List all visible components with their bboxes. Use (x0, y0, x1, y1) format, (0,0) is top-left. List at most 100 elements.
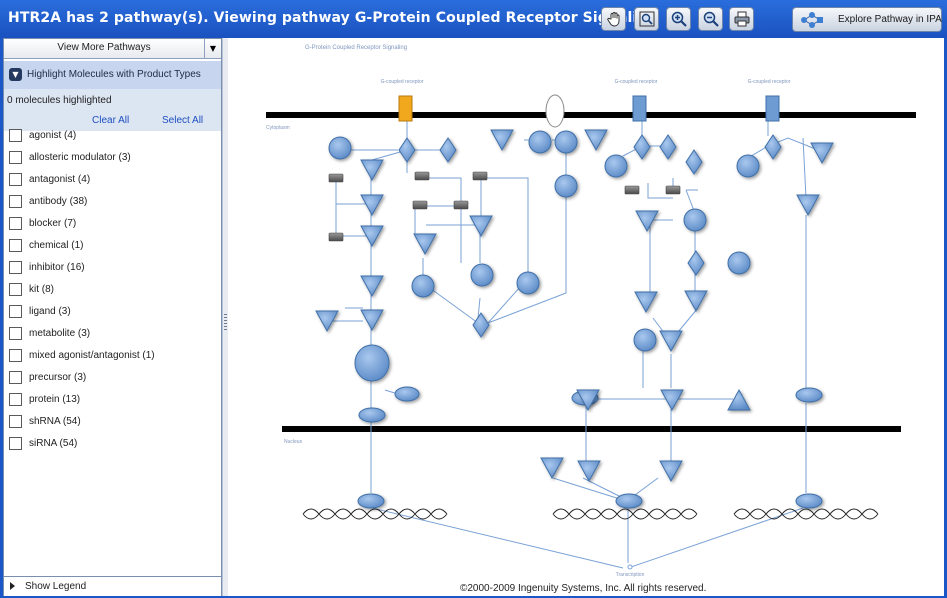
chemical-node[interactable] (453, 200, 469, 210)
zoom-fit-button[interactable] (634, 7, 659, 31)
checkbox[interactable] (9, 327, 22, 340)
checkbox[interactable] (9, 349, 22, 362)
zoom-in-button[interactable] (666, 7, 691, 31)
product-type-item[interactable]: antibody (38) (4, 193, 221, 213)
checkbox[interactable] (9, 129, 22, 142)
kinase-node[interactable] (490, 129, 514, 152)
enzyme-node[interactable] (736, 154, 760, 178)
chemical-node[interactable] (665, 185, 681, 195)
product-type-item[interactable]: inhibitor (16) (4, 259, 221, 279)
transcription-factor-node[interactable] (357, 493, 385, 509)
product-type-item[interactable]: mixed agonist/antagonist (1) (4, 347, 221, 367)
kinase-node[interactable] (413, 233, 437, 256)
clear-all-link[interactable]: Clear All (92, 115, 130, 126)
kinase-node[interactable] (360, 225, 384, 248)
enzyme-node[interactable] (470, 263, 494, 287)
chemical-node[interactable] (624, 185, 640, 195)
product-type-item[interactable]: protein (13) (4, 391, 221, 411)
checkbox[interactable] (9, 305, 22, 318)
checkbox[interactable] (9, 371, 22, 384)
receptor-node[interactable] (545, 94, 565, 128)
product-type-item[interactable]: agonist (4) (4, 127, 221, 147)
chemical-node[interactable] (414, 171, 430, 181)
kinase-node[interactable] (659, 330, 683, 353)
product-type-item[interactable]: allosteric modulator (3) (4, 149, 221, 169)
kinase-node[interactable] (360, 275, 384, 298)
checkbox[interactable] (9, 195, 22, 208)
checkbox[interactable] (9, 151, 22, 164)
transporter-node[interactable] (685, 149, 703, 175)
checkbox[interactable] (9, 415, 22, 428)
transporter-node[interactable] (398, 137, 416, 163)
protein-node[interactable] (795, 387, 823, 403)
show-legend-toggle[interactable]: Show Legend (4, 576, 221, 596)
select-all-link[interactable]: Select All (162, 115, 204, 126)
receptor-htr2a[interactable] (398, 95, 413, 122)
pan-button[interactable] (601, 7, 626, 31)
kinase-node[interactable] (796, 194, 820, 217)
phosphatase-node[interactable] (727, 388, 751, 411)
panel-splitter[interactable] (222, 38, 228, 596)
enzyme-node[interactable] (633, 328, 657, 352)
checkbox[interactable] (9, 239, 22, 252)
pathway-canvas[interactable]: G-Protein Coupled Receptor Signaling Cyt… (228, 38, 944, 596)
explore-pathway-button[interactable]: Explore Pathway in IPA (792, 7, 942, 32)
product-type-item[interactable]: antagonist (4) (4, 171, 221, 191)
product-type-item[interactable]: kit (8) (4, 281, 221, 301)
kinase-node[interactable] (360, 309, 384, 332)
kinase-node[interactable] (659, 460, 683, 483)
kinase-node[interactable] (634, 291, 658, 314)
protein-node[interactable] (394, 386, 420, 402)
kinase-node[interactable] (360, 194, 384, 217)
checkbox[interactable] (9, 261, 22, 274)
chemical-node[interactable] (328, 232, 344, 242)
checkbox[interactable] (9, 283, 22, 296)
product-type-item[interactable]: chemical (1) (4, 237, 221, 257)
transporter-node[interactable] (764, 134, 782, 160)
checkbox[interactable] (9, 437, 22, 450)
enzyme-node[interactable] (683, 208, 707, 232)
chemical-node[interactable] (328, 173, 344, 183)
enzyme-node[interactable] (604, 154, 628, 178)
product-type-item[interactable]: precursor (3) (4, 369, 221, 389)
enzyme-node[interactable] (328, 136, 352, 160)
product-type-item[interactable]: metabolite (3) (4, 325, 221, 345)
product-type-item[interactable]: blocker (7) (4, 215, 221, 235)
kinase-node[interactable] (360, 159, 384, 182)
kinase-node[interactable] (469, 215, 493, 238)
transporter-node[interactable] (439, 137, 457, 163)
print-button[interactable] (729, 7, 754, 31)
kinase-node[interactable] (540, 457, 564, 480)
kinase-node[interactable] (584, 129, 608, 152)
transporter-node[interactable] (633, 134, 651, 160)
transporter-node[interactable] (659, 134, 677, 160)
transcription-factor-node[interactable] (795, 493, 823, 509)
enzyme-node[interactable] (727, 251, 751, 275)
kinase-node[interactable] (660, 389, 684, 412)
product-type-item[interactable]: ligand (3) (4, 303, 221, 323)
chemical-node[interactable] (472, 171, 488, 181)
transporter-node[interactable] (472, 312, 490, 338)
receptor-node[interactable] (632, 95, 647, 122)
enzyme-node[interactable] (554, 174, 578, 198)
kinase-node[interactable] (315, 310, 339, 333)
chevron-down-icon[interactable]: ▼ (204, 39, 221, 58)
transcription-factor-node[interactable] (615, 493, 643, 509)
enzyme-node[interactable] (516, 271, 540, 295)
receptor-node[interactable] (765, 95, 780, 122)
enzyme-node[interactable] (554, 130, 578, 154)
view-more-pathways-dropdown[interactable]: View More Pathways ▼ (4, 39, 221, 59)
chemical-node[interactable] (412, 200, 428, 210)
kinase-node[interactable] (576, 389, 600, 412)
kinase-node[interactable] (635, 210, 659, 233)
complex-node[interactable] (354, 344, 390, 382)
kinase-node[interactable] (810, 142, 834, 165)
transporter-node[interactable] (687, 250, 705, 276)
checkbox[interactable] (9, 173, 22, 186)
protein-node[interactable] (358, 407, 386, 423)
product-type-item[interactable]: siRNA (54) (4, 435, 221, 455)
kinase-node[interactable] (684, 290, 708, 313)
checkbox[interactable] (9, 217, 22, 230)
kinase-node[interactable] (577, 460, 601, 483)
enzyme-node[interactable] (528, 130, 552, 154)
